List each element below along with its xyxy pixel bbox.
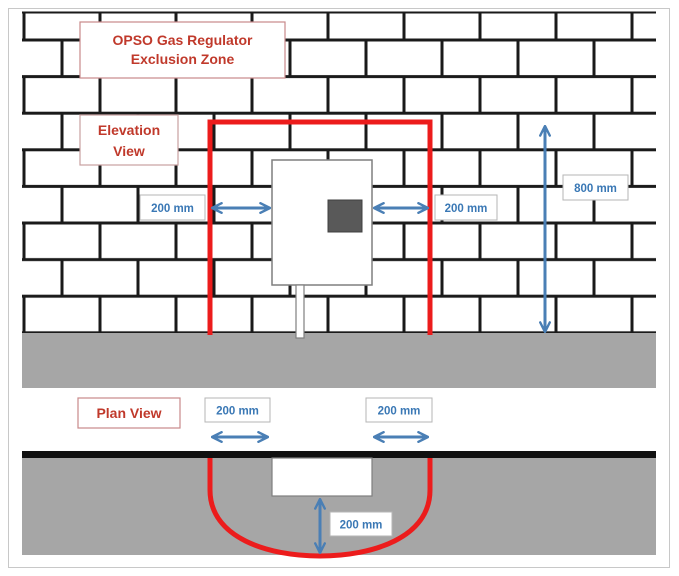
elevation-view-box <box>79 114 179 166</box>
title-box <box>79 21 286 79</box>
plan-wall-line <box>22 451 656 458</box>
elevation-right-dimension-box <box>434 194 498 221</box>
elevation-ground <box>22 333 656 388</box>
elevation-view-line-1: Elevation <box>98 122 160 138</box>
plan-left-dimension-label: 200 mm <box>216 406 259 418</box>
elevation-exclusion-zone <box>207 119 433 335</box>
plan-front-dimension-label: 200 mm <box>340 520 383 532</box>
elevation-view-line-2: View <box>113 143 145 159</box>
elevation-left-dimension-label: 200 mm <box>151 203 194 215</box>
elevation-right-dimension-label: 200 mm <box>445 203 488 215</box>
plan-view-box <box>77 397 181 429</box>
elevation-left-dimension-box <box>139 194 206 221</box>
regulator-window <box>327 199 363 233</box>
gas-pipe <box>295 284 305 339</box>
title-line-2: Exclusion Zone <box>131 51 235 67</box>
plan-left-dimension-box <box>204 397 271 423</box>
plan-front-dimension-box <box>329 511 393 537</box>
plan-exclusion-zone <box>207 458 433 559</box>
plan-right-dimension-box <box>365 397 433 423</box>
plan-regulator-box <box>271 457 373 497</box>
plan-view-label: Plan View <box>96 405 161 421</box>
plan-right-dimension-label: 200 mm <box>378 406 421 418</box>
elevation-height-dimension-label: 800 mm <box>574 183 617 195</box>
elevation-height-dimension-box <box>562 174 629 201</box>
title-line-1: OPSO Gas Regulator <box>112 32 253 48</box>
